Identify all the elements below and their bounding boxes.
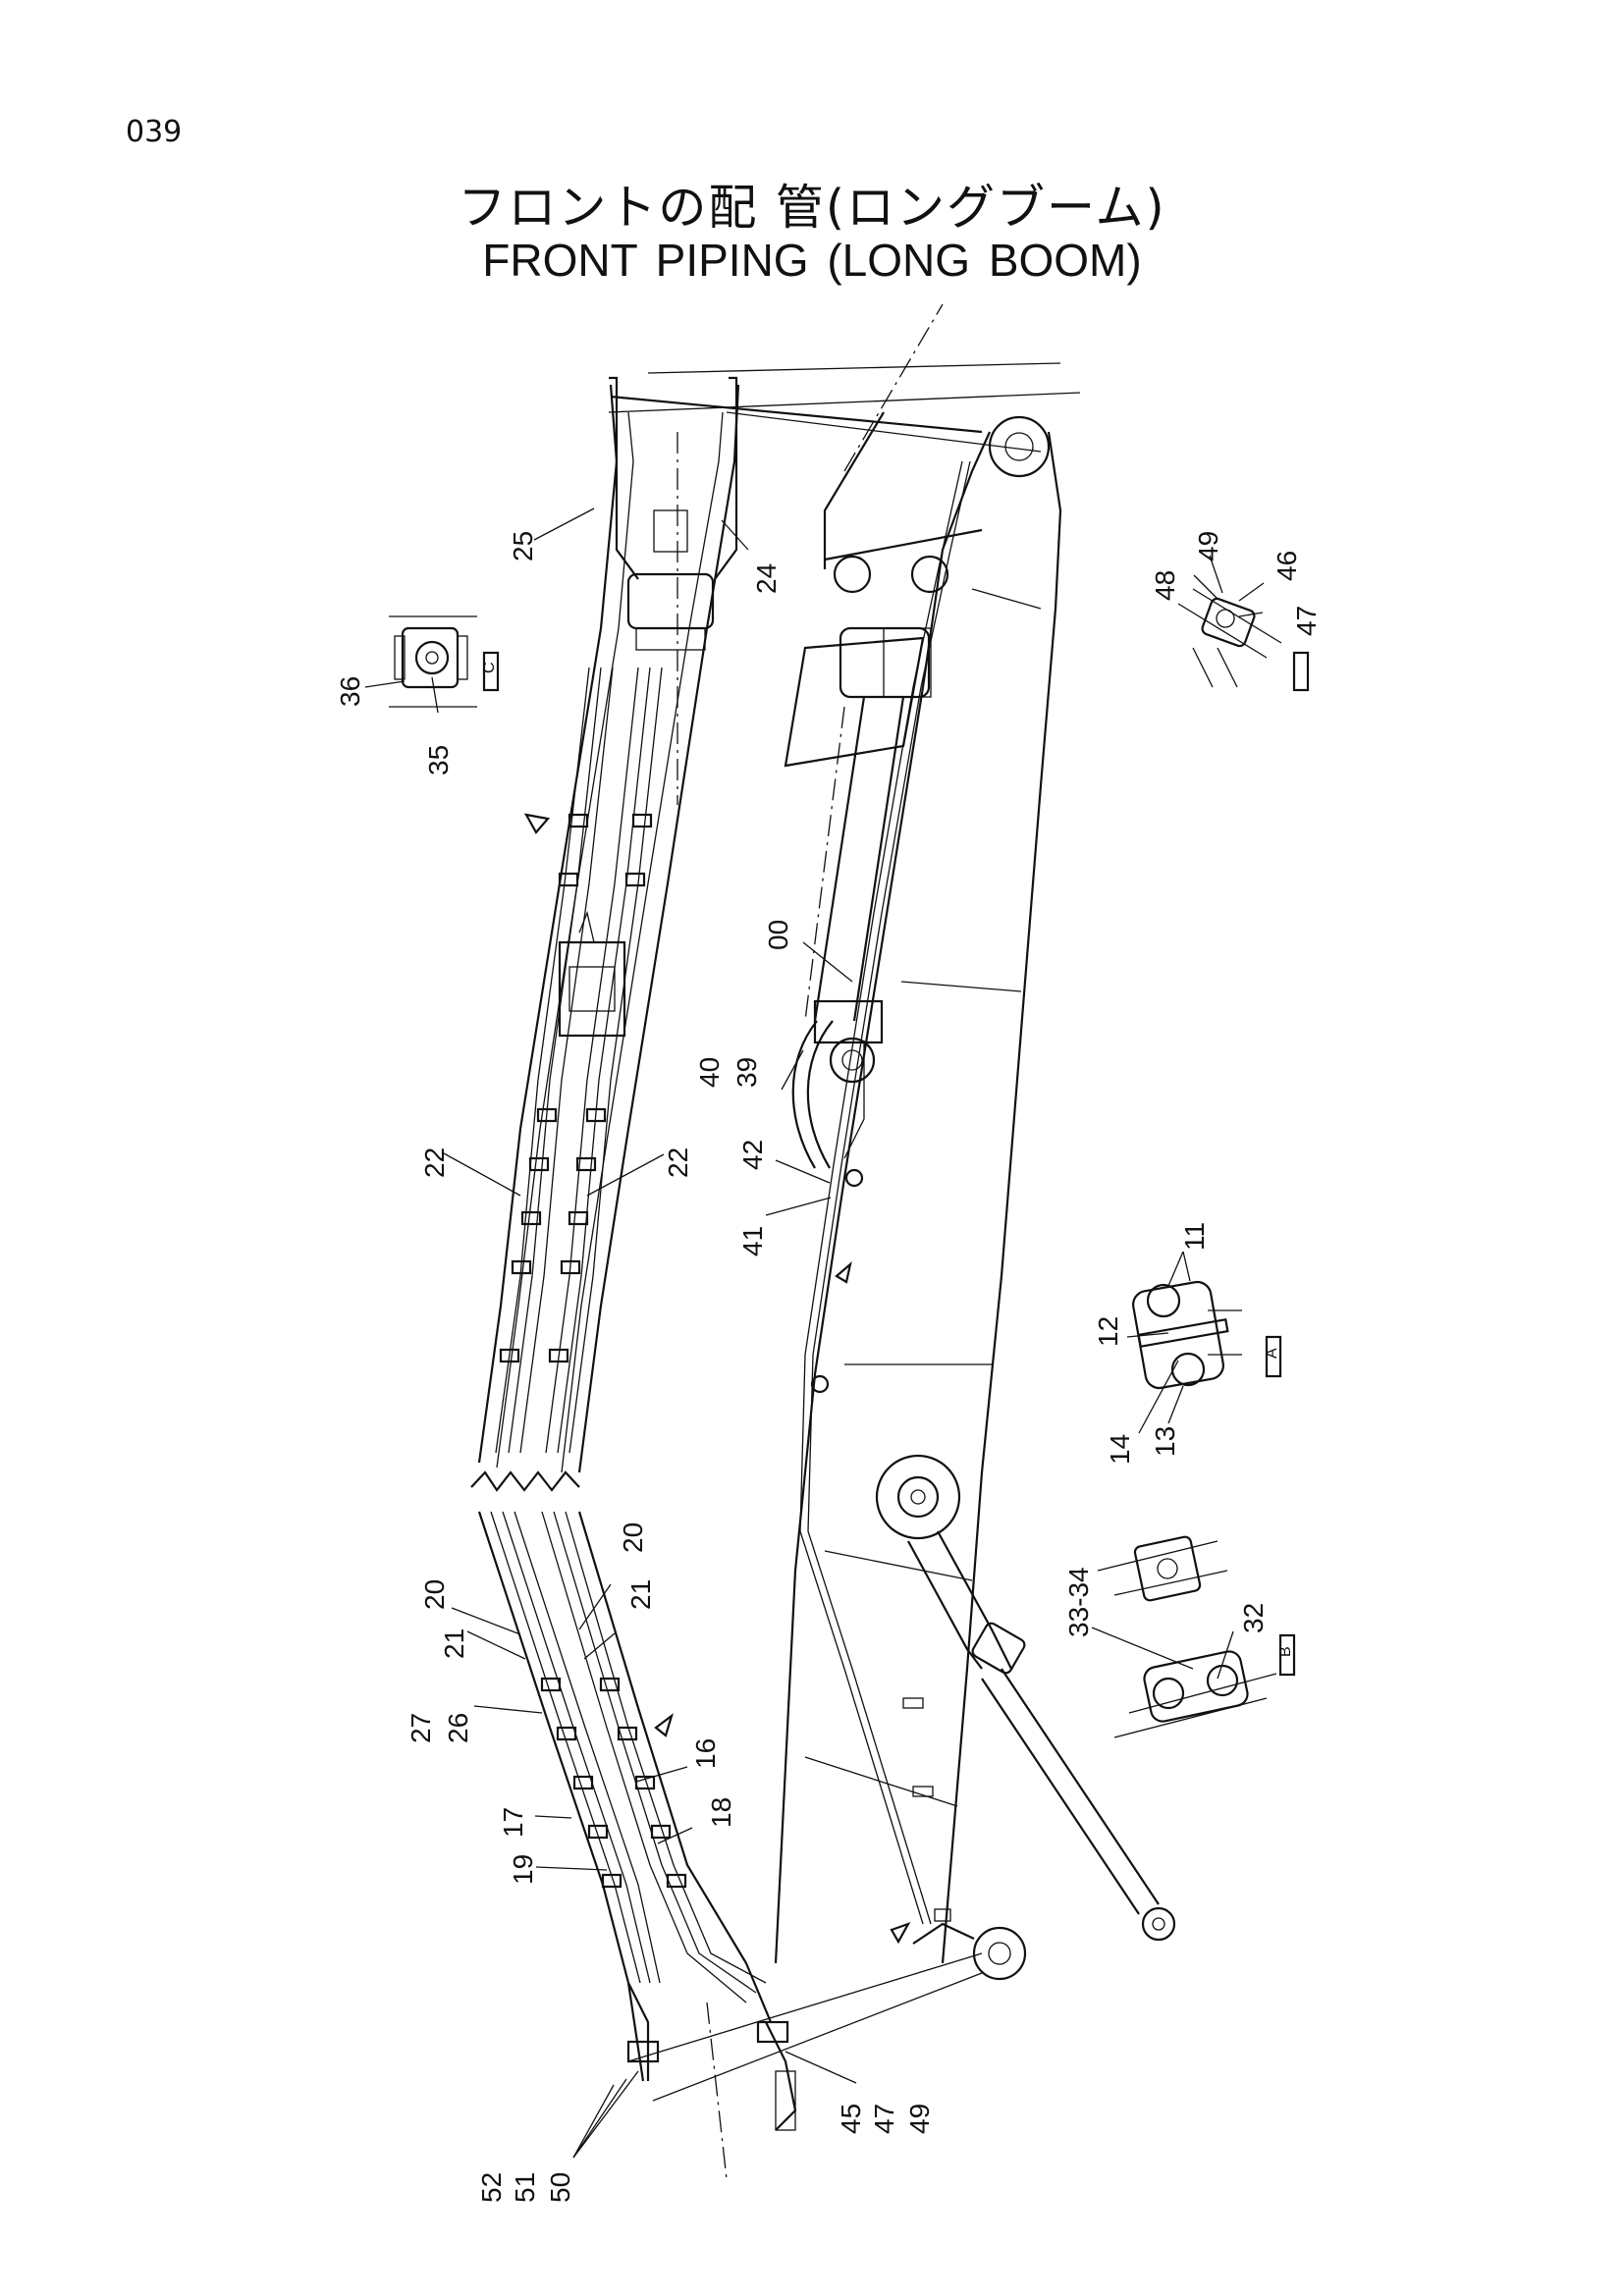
section-label-b: B (1277, 1646, 1294, 1657)
callout-33-34: 33-34 (1063, 1567, 1094, 1637)
callouts: 25 24 36 35 48 49 46 47 00 40 39 42 41 2… (335, 531, 1322, 2203)
callout-36: 36 (335, 676, 365, 707)
callout-27: 27 (406, 1713, 436, 1743)
section-label-c: C (481, 662, 498, 673)
callout-40: 40 (694, 1057, 725, 1088)
callout-45: 45 (836, 2104, 866, 2134)
callout-14: 14 (1105, 1434, 1135, 1465)
callout-51: 51 (510, 2172, 540, 2203)
callout-22-right: 22 (663, 1148, 693, 1178)
callout-52: 52 (476, 2172, 507, 2203)
callout-12: 12 (1093, 1316, 1123, 1347)
callout-50: 50 (545, 2172, 575, 2203)
callout-11: 11 (1179, 1222, 1210, 1251)
callout-18: 18 (706, 1797, 736, 1828)
callout-32: 32 (1238, 1603, 1269, 1633)
callout-21-left: 21 (439, 1629, 469, 1659)
callout-25: 25 (508, 531, 538, 561)
callout-20-left: 20 (419, 1579, 450, 1610)
callout-47: 47 (1291, 606, 1322, 636)
page-number: 039 (126, 115, 183, 149)
callout-00: 00 (763, 920, 793, 950)
callout-24: 24 (751, 563, 782, 594)
callout-17: 17 (498, 1807, 528, 1838)
title-japanese: フロントの配 管(ロングブーム) (458, 180, 1166, 236)
detail-a (1132, 1280, 1282, 1390)
callout-13: 13 (1150, 1426, 1180, 1457)
detail-b (1097, 1535, 1296, 1738)
callout-35: 35 (423, 745, 454, 775)
detail-top-right (1177, 588, 1310, 692)
callout-39: 39 (731, 1057, 762, 1088)
title-english: FRONT PIPING (LONG BOOM) (482, 235, 1142, 286)
left-boom-lower (477, 1511, 983, 2180)
callout-19: 19 (508, 1854, 538, 1885)
callout-20-right: 20 (618, 1522, 648, 1553)
section-label-a: A (1264, 1348, 1280, 1359)
callout-42: 42 (737, 1140, 768, 1170)
callout-21-right: 21 (625, 1579, 656, 1610)
callout-49: 49 (1193, 531, 1223, 561)
callout-22-left: 22 (419, 1148, 450, 1178)
leader-lines (364, 507, 1265, 2159)
right-boom (608, 303, 1176, 1981)
callout-48: 48 (1150, 570, 1180, 601)
callout-49-bottom: 49 (904, 2104, 935, 2134)
left-boom-outline (470, 376, 1042, 1492)
callout-47-bottom: 47 (869, 2104, 899, 2134)
callout-46: 46 (1272, 551, 1302, 581)
callout-16: 16 (690, 1738, 721, 1769)
section-tags: A B C (481, 662, 1294, 1657)
callout-41: 41 (737, 1226, 768, 1256)
callout-26: 26 (443, 1713, 473, 1743)
detail-c (389, 615, 500, 708)
